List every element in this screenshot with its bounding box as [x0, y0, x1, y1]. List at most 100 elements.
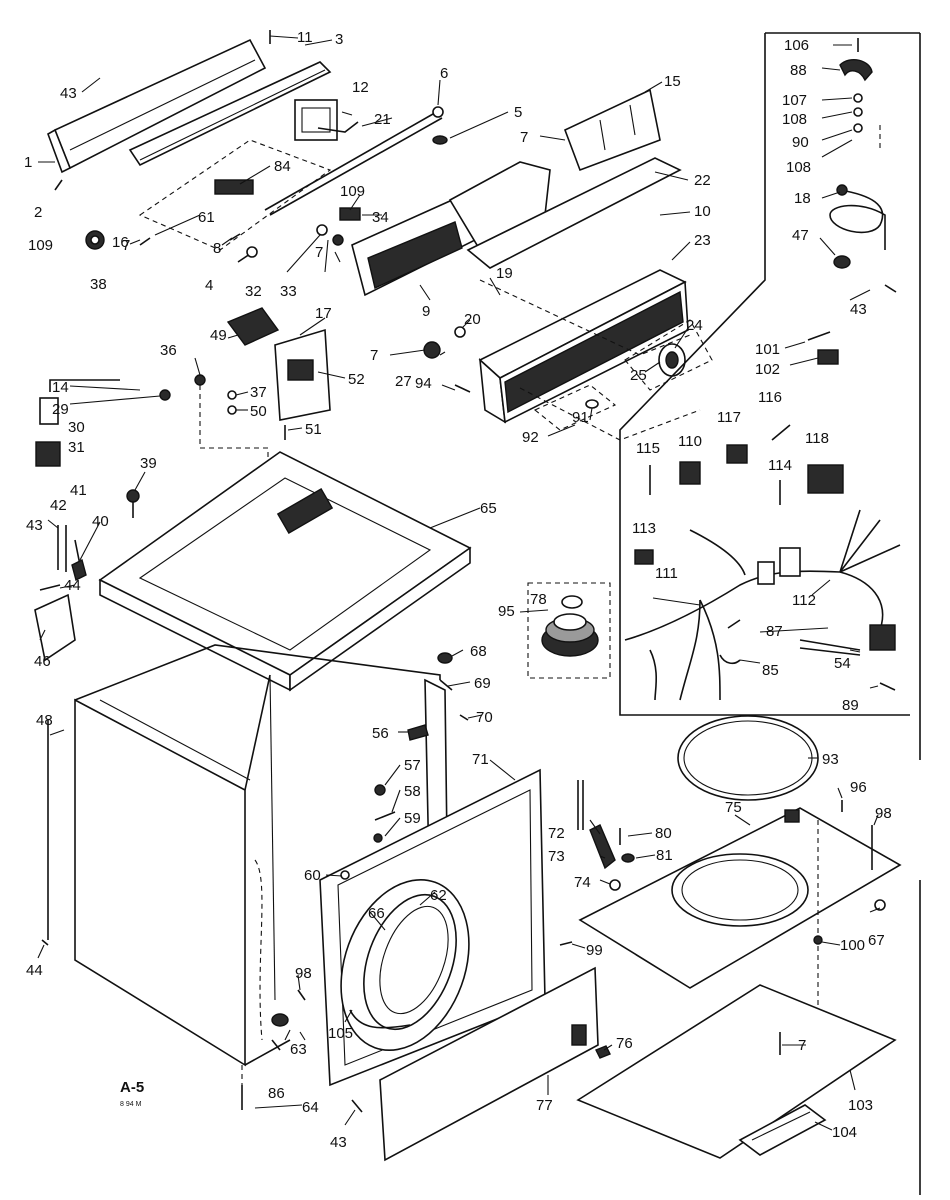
label-40: 40 [92, 513, 109, 530]
label-3: 3 [335, 31, 343, 48]
label-60: 60 [304, 867, 321, 884]
label-95: 95 [498, 603, 515, 620]
label-44b: 44 [26, 962, 43, 979]
label-85: 85 [762, 662, 779, 679]
label-7d: 7 [370, 347, 378, 364]
label-69: 69 [474, 675, 491, 692]
top-trim [466, 157, 682, 269]
label-49: 49 [210, 327, 227, 344]
label-74: 74 [574, 874, 591, 891]
label-30: 30 [68, 419, 85, 436]
label-62: 62 [430, 887, 447, 904]
label-7b: 7 [122, 237, 130, 254]
label-59: 59 [404, 810, 421, 827]
label-2: 2 [34, 204, 42, 221]
label-11: 11 [297, 29, 313, 46]
label-17: 17 [315, 305, 332, 322]
label-43c: 43 [850, 301, 867, 318]
label-12: 12 [352, 79, 369, 96]
label-1: 1 [24, 154, 32, 171]
label-41: 41 [70, 482, 87, 499]
label-34: 34 [372, 209, 389, 226]
label-96: 96 [850, 779, 867, 796]
bottom-plate [576, 984, 897, 1159]
label-98a: 98 [875, 805, 892, 822]
label-15: 15 [664, 73, 681, 90]
label-46: 46 [34, 653, 51, 670]
cabinet-top [98, 451, 472, 676]
label-63: 63 [290, 1041, 307, 1058]
label-93: 93 [822, 751, 839, 768]
label-115: 115 [636, 440, 660, 457]
label-6: 6 [440, 65, 448, 82]
label-86: 86 [268, 1085, 285, 1102]
leader-lines [37, 35, 881, 1131]
figure-caption: A-5 [120, 1079, 144, 1096]
label-57: 57 [404, 757, 421, 774]
label-72: 72 [548, 825, 565, 842]
label-89: 89 [842, 697, 859, 714]
toe-kick-panel [379, 966, 599, 1162]
label-99: 99 [586, 942, 603, 959]
label-101: 101 [755, 341, 780, 358]
label-18: 18 [794, 190, 811, 207]
label-20: 20 [464, 311, 481, 328]
label-8: 8 [213, 240, 221, 257]
pressure-switch [35, 441, 61, 467]
label-110: 110 [678, 433, 702, 450]
label-43b: 43 [26, 517, 43, 534]
label-90: 90 [792, 134, 809, 151]
label-39: 39 [140, 455, 157, 472]
label-61: 61 [198, 209, 215, 226]
figure-caption-sub: 8 94 M [120, 1101, 142, 1108]
label-5: 5 [514, 104, 522, 121]
label-88: 88 [790, 62, 807, 79]
label-58: 58 [404, 783, 421, 800]
label-107: 107 [782, 92, 807, 109]
label-84: 84 [274, 158, 291, 175]
label-114: 114 [768, 457, 792, 474]
label-71: 71 [472, 751, 489, 768]
label-7c: 7 [315, 244, 323, 261]
label-21: 21 [374, 111, 391, 128]
label-23: 23 [694, 232, 711, 249]
label-109a: 109 [28, 237, 53, 254]
label-78: 78 [530, 591, 547, 608]
label-31: 31 [68, 439, 85, 456]
label-91: 91 [572, 409, 589, 426]
label-48: 48 [36, 712, 53, 729]
label-36: 36 [160, 342, 177, 359]
part-number-labels: 1 2 3 4 5 6 7 7 7 7 7 8 9 10 11 12 14 15… [24, 29, 892, 1151]
label-103: 103 [848, 1097, 873, 1114]
label-76: 76 [616, 1035, 633, 1052]
label-108a: 108 [782, 111, 807, 128]
label-7e: 7 [798, 1037, 806, 1054]
label-105: 105 [328, 1025, 353, 1042]
label-29: 29 [52, 401, 69, 418]
label-54: 54 [834, 655, 851, 672]
label-44a: 44 [64, 577, 81, 594]
label-42: 42 [50, 497, 67, 514]
label-77: 77 [536, 1097, 553, 1114]
water-level-switch-group [34, 374, 286, 662]
label-50: 50 [250, 403, 267, 420]
label-117: 117 [717, 409, 741, 426]
label-106: 106 [784, 37, 809, 54]
label-52: 52 [348, 371, 365, 388]
label-38: 38 [90, 276, 107, 293]
switch-part [214, 179, 254, 195]
label-81: 81 [656, 847, 673, 864]
label-16: 16 [112, 234, 129, 251]
cabinet-side [74, 698, 246, 1067]
base-group [351, 715, 902, 1162]
label-14: 14 [52, 379, 69, 396]
label-24: 24 [686, 317, 703, 334]
label-116: 116 [758, 389, 782, 406]
label-66: 66 [368, 905, 385, 922]
label-19: 19 [496, 265, 513, 282]
label-33: 33 [280, 283, 297, 300]
label-102: 102 [755, 361, 780, 378]
label-27: 27 [395, 373, 412, 390]
label-70: 70 [476, 709, 493, 726]
cabinet-group [41, 451, 546, 1110]
